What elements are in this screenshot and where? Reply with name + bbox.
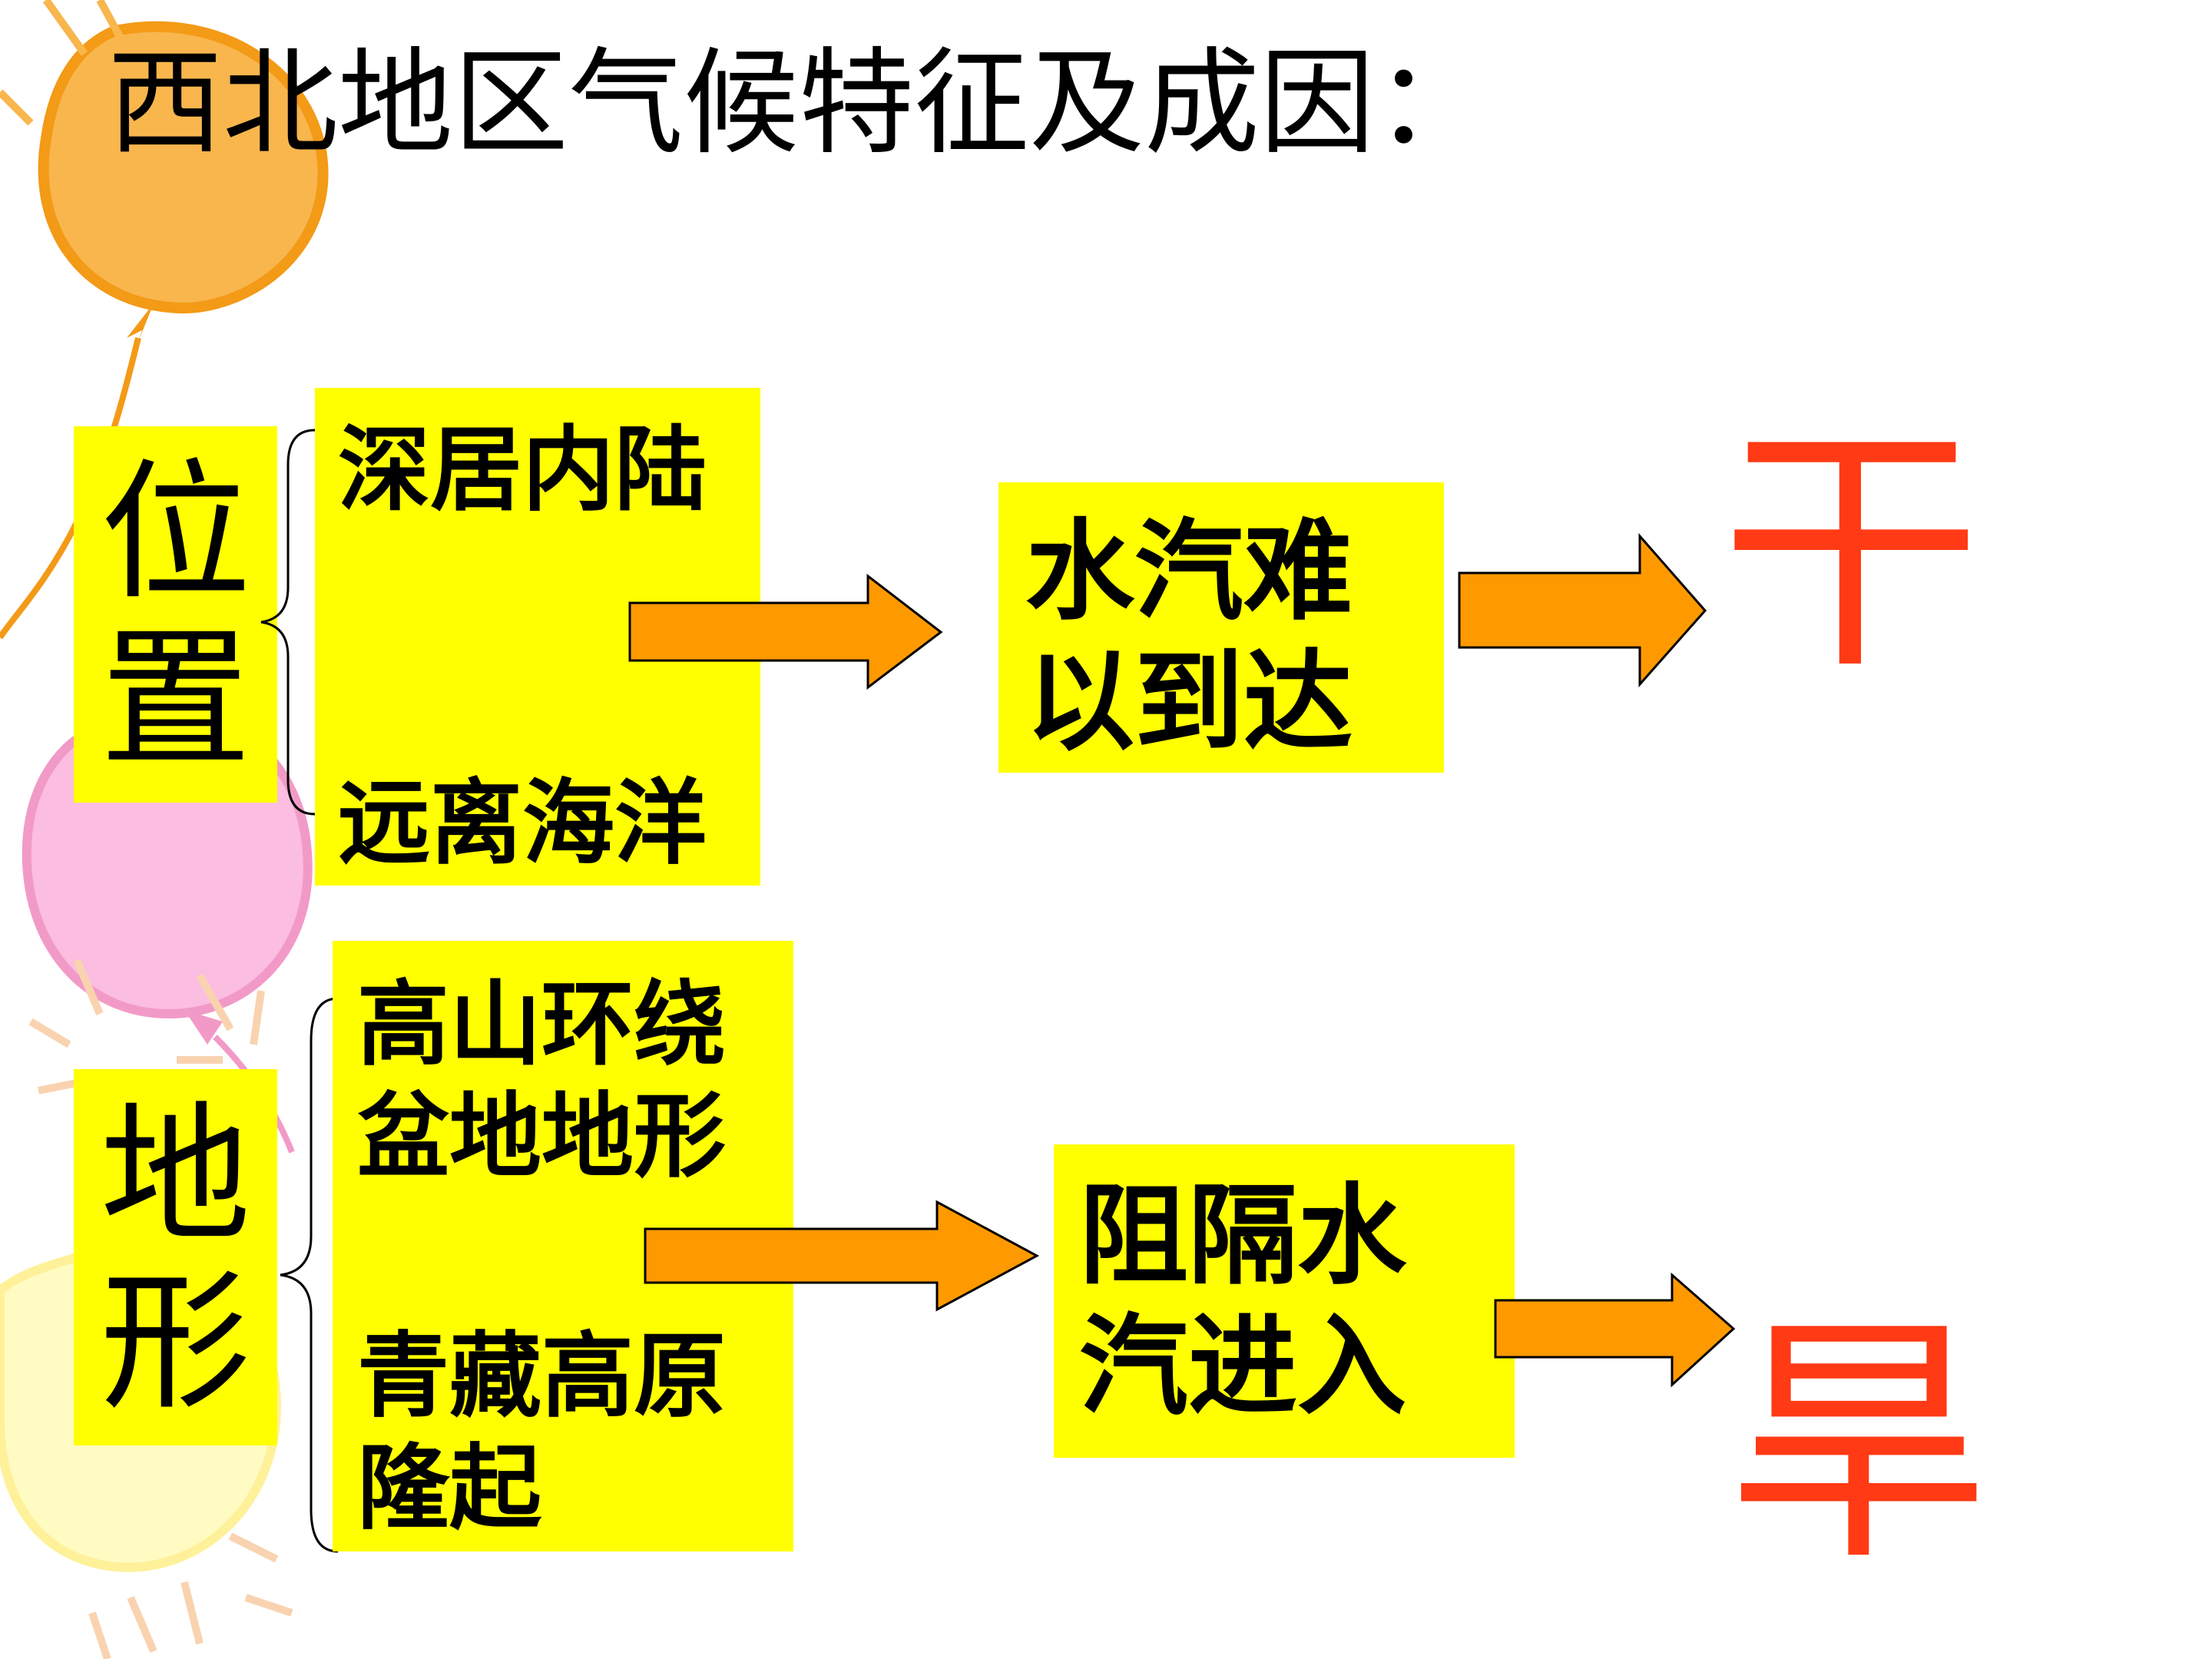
location-label: 位 置: [74, 426, 277, 803]
location-arrow-2: [1458, 533, 1707, 687]
dry-result: 干: [1720, 401, 1982, 705]
orange-balloon: [38, 21, 329, 314]
terrain-effect: 阻隔水 汽进入: [1079, 1173, 1406, 1430]
terrain-brace: [280, 997, 339, 1553]
drought-result: 旱: [1728, 1292, 1989, 1596]
terrain-cause-2: 青藏高原 隆起: [357, 1323, 726, 1542]
terrain-arrow-1: [644, 1200, 1040, 1312]
terrain-cause-1: 高山环绕 盆地地形: [357, 972, 726, 1190]
location-arrow-1: [628, 573, 943, 690]
location-effect-box: [998, 482, 1444, 773]
terrain-label: 地 形: [74, 1069, 277, 1445]
location-brace: [260, 429, 316, 816]
location-cause-1: 深居内陆: [338, 417, 707, 524]
location-cause-2: 远离海洋: [338, 770, 707, 877]
location-effect: 水汽难 以到达: [1025, 508, 1353, 766]
terrain-arrow-2: [1494, 1272, 1736, 1388]
terrain-effect-box: [1054, 1144, 1515, 1458]
slide-title: 西北地区气候特征及成因：: [108, 37, 1491, 171]
